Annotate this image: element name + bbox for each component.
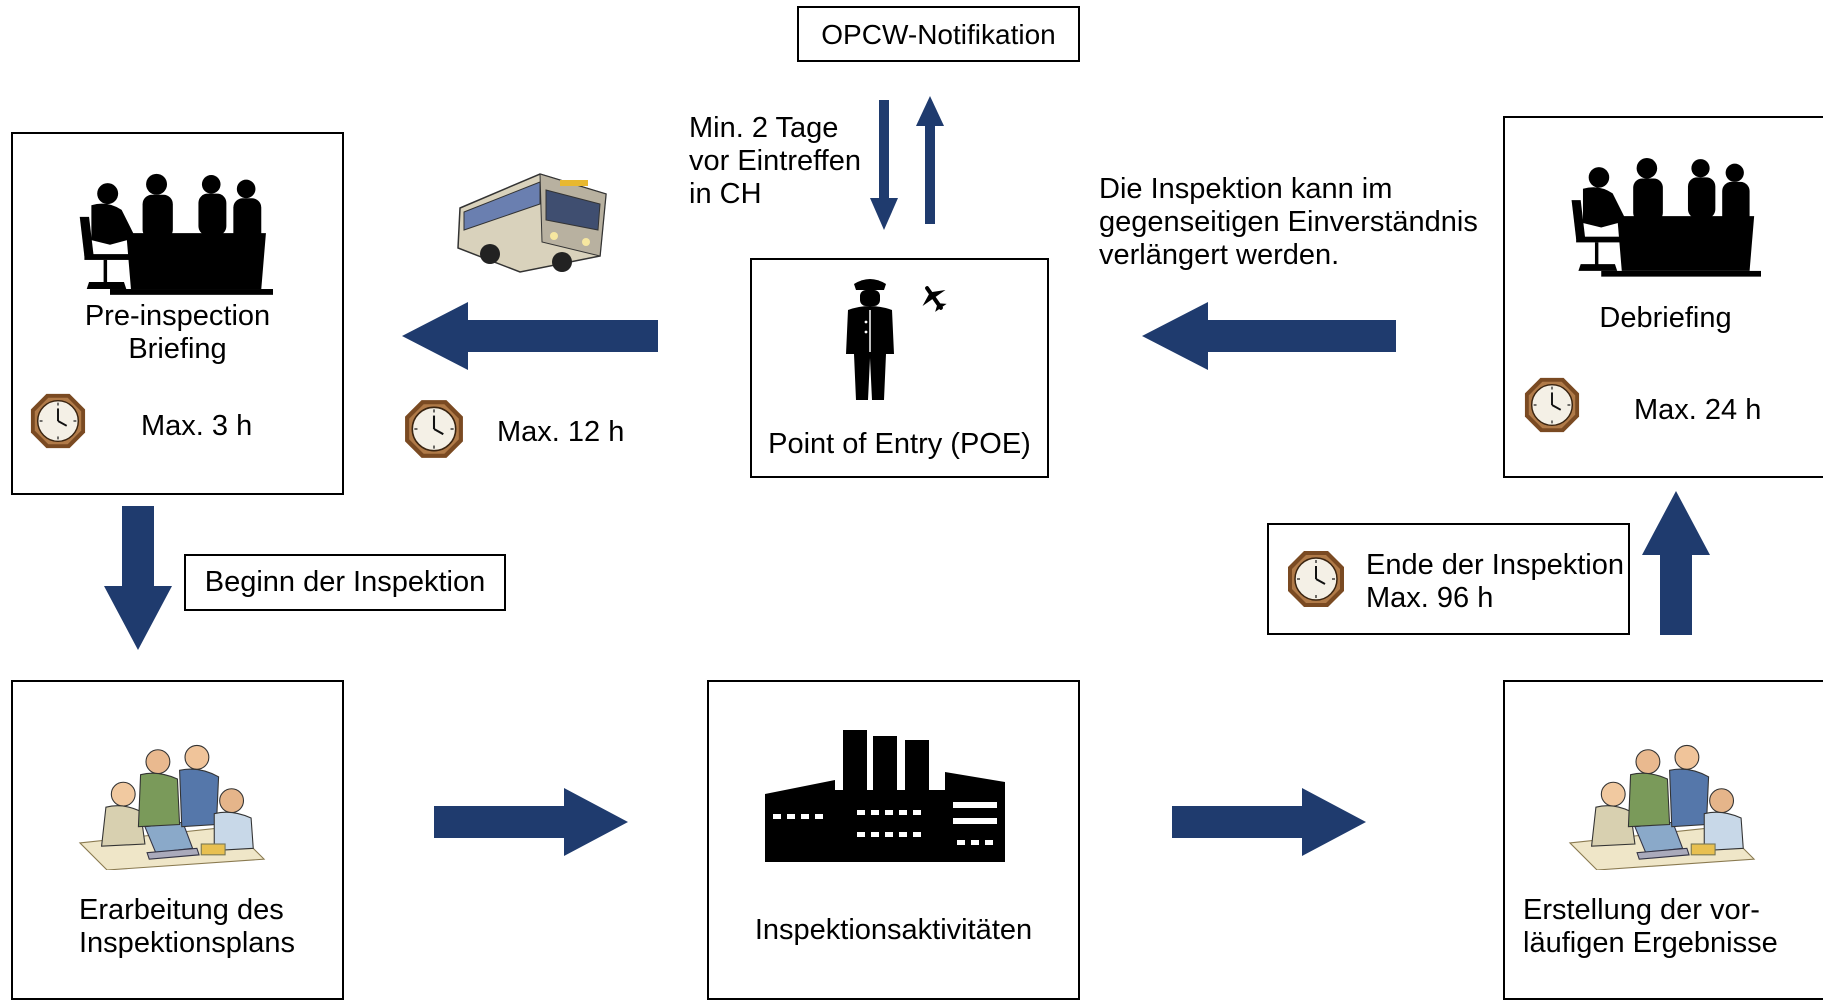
inspection-start-box: Beginn der Inspektion <box>184 554 506 611</box>
results-box: Erstellung der vor- läufigen Ergebnisse <box>1503 680 1823 1000</box>
down-arrow-notification <box>870 100 898 230</box>
advance-notice-text: Min. 2 Tage vor Eintreffen in CH <box>689 112 861 210</box>
pilot-icon <box>846 279 894 400</box>
inspection-end-text: Ende der Inspektion Max. 96 h <box>1366 549 1624 614</box>
meeting-silhouette-icon <box>75 168 273 296</box>
airplane-icon <box>922 286 947 312</box>
clock-icon <box>403 398 465 460</box>
plan-box: Erarbeitung des Inspektionsplans <box>11 680 344 1000</box>
briefing-box: Pre-inspection Briefing Max. 3 h <box>11 132 344 495</box>
clock-icon <box>29 392 87 450</box>
opcw-notification-box: OPCW-Notifikation <box>797 6 1080 62</box>
debriefing-box: Debriefing Max. 24 h <box>1503 116 1823 478</box>
factory-icon <box>765 730 1005 862</box>
clock-icon <box>1523 376 1581 434</box>
debriefing-title: Debriefing <box>1599 302 1732 334</box>
poe-box: Point of Entry (POE) <box>750 258 1049 478</box>
activities-title: Inspektionsaktivitäten <box>754 914 1033 946</box>
arrow-plan-to-activities <box>434 788 628 856</box>
transport-time: Max. 12 h <box>497 416 625 448</box>
clock-icon <box>1286 549 1346 609</box>
team-at-laptop-icon <box>77 740 267 870</box>
up-arrow-notification <box>916 96 944 224</box>
plan-title: Erarbeitung des Inspektionsplans <box>79 894 296 959</box>
inspection-start-label: Beginn der Inspektion <box>204 566 486 598</box>
activities-box: Inspektionsaktivitäten <box>707 680 1080 1000</box>
poe-label: Point of Entry (POE) <box>768 428 1031 460</box>
team-at-laptop-icon <box>1567 740 1757 870</box>
arrow-poe-to-briefing <box>402 302 658 370</box>
extension-note: Die Inspektion kann im gegenseitigen Ein… <box>1099 173 1478 271</box>
arrow-activities-to-results <box>1172 788 1366 856</box>
inspection-end-box: Ende der Inspektion Max. 96 h <box>1267 523 1630 635</box>
results-title: Erstellung der vor- läufigen Ergebnisse <box>1523 894 1778 959</box>
debriefing-time: Max. 24 h <box>1634 394 1762 426</box>
meeting-silhouette-icon <box>1567 152 1761 278</box>
briefing-title: Pre-inspection Briefing <box>84 300 271 365</box>
briefing-time: Max. 3 h <box>141 410 253 442</box>
bus-icon <box>457 173 607 273</box>
arrow-results-to-debriefing <box>1642 491 1710 635</box>
arrow-briefing-to-plan <box>104 506 172 650</box>
opcw-notification-label: OPCW-Notifikation <box>821 19 1056 50</box>
arrow-debriefing-to-poe <box>1142 302 1396 370</box>
